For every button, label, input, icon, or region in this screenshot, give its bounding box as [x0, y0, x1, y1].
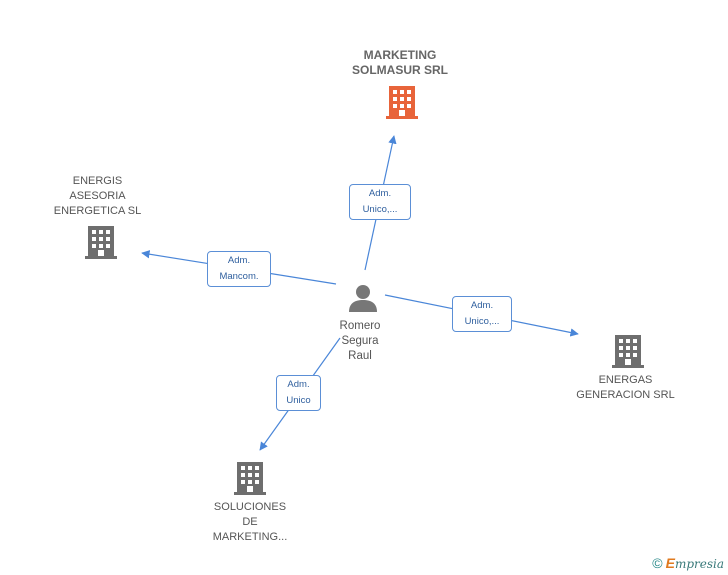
- building-icon-energis[interactable]: [85, 224, 117, 260]
- copyright-watermark: ©Empresia: [652, 555, 724, 571]
- edge-label-energas: Adm. Unico,...: [452, 296, 512, 332]
- building-icon-marketing-solmasur[interactable]: [386, 84, 418, 120]
- company-label-marketing-solmasur[interactable]: MARKETING SOLMASUR SRL: [352, 48, 448, 77]
- edge-label-marketing: Adm. Unico,...: [349, 184, 411, 220]
- person-label[interactable]: Romero Segura Raul: [339, 320, 381, 362]
- copyright-symbol: ©: [652, 555, 663, 571]
- building-icon-soluciones[interactable]: [234, 460, 266, 496]
- company-label-soluciones[interactable]: SOLUCIONES DE MARKETING...: [212, 501, 288, 543]
- brand-initial: E: [665, 555, 675, 571]
- person-icon[interactable]: [348, 283, 378, 313]
- building-icon-energas[interactable]: [612, 333, 644, 369]
- edge-label-soluciones: Adm. Unico: [276, 375, 321, 411]
- company-label-energis[interactable]: ENERGIS ASESORIA ENERGETICA SL: [53, 175, 142, 217]
- company-label-energas[interactable]: ENERGAS GENERACION SRL: [576, 374, 675, 401]
- brand-name: mpresia: [674, 557, 724, 571]
- edge-label-energis: Adm. Mancom.: [207, 251, 271, 287]
